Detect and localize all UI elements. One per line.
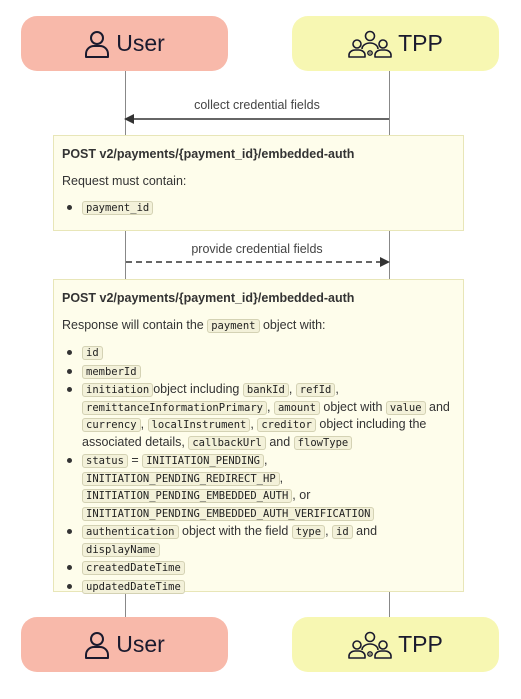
response-note: POST v2/payments/{payment_id}/embedded-a… xyxy=(53,279,464,595)
message-provide-credential-fields: provide credential fields xyxy=(191,242,323,256)
code-payment: payment xyxy=(207,318,260,333)
code-updated-date-time: updatedDateTime xyxy=(82,579,185,594)
text: and xyxy=(352,524,378,538)
code-payment-id: payment_id xyxy=(82,201,154,215)
text: object including the associated details, xyxy=(82,417,427,449)
request-note-intro: Request must contain: xyxy=(62,173,187,188)
request-note-title: POST v2/payments/{payment_id}/embedded-a… xyxy=(62,147,355,161)
user-actor-label: User xyxy=(116,30,165,56)
text: , xyxy=(279,470,284,485)
code-id: id xyxy=(82,346,103,360)
request-note-list: payment_id xyxy=(62,199,455,217)
text: , xyxy=(325,524,333,538)
code-initiation-pending-redirect-hp: INITIATION_PENDING_REDIRECT_HP xyxy=(82,471,280,486)
text: , xyxy=(250,417,258,431)
text: , xyxy=(288,382,296,396)
intro-text-end: object with: xyxy=(259,317,326,332)
response-note-title: POST v2/payments/{payment_id}/embedded-a… xyxy=(62,291,355,305)
code-creditor: creditor xyxy=(257,418,316,432)
text: = xyxy=(127,453,143,467)
code-status: status xyxy=(82,454,128,468)
response-note-intro: Response will contain the payment object… xyxy=(62,317,455,335)
code-member-id: memberId xyxy=(82,364,141,379)
code-initiation: initiation xyxy=(82,383,154,397)
code-local-instrument: localInstrument xyxy=(147,418,251,432)
request-note: POST v2/payments/{payment_id}/embedded-a… xyxy=(53,135,464,231)
code-display-name: displayName xyxy=(82,542,160,557)
list-item: status = INITIATION_PENDING, INITIATION_… xyxy=(62,452,455,522)
user-actor-top: User xyxy=(21,16,228,71)
code-created-date-time: createdDateTime xyxy=(82,561,185,575)
tpp-actor-bottom: TPP xyxy=(292,617,499,672)
code-initiation-pending: INITIATION_PENDING xyxy=(142,454,264,468)
code-ref-id: refId xyxy=(295,383,336,397)
person-icon xyxy=(84,631,110,659)
code-flow-type: flowType xyxy=(293,435,353,450)
tpp-actor-top: TPP xyxy=(292,16,499,71)
list-item: memberId xyxy=(62,363,455,381)
text: and xyxy=(265,434,294,449)
message-collect-credential-fields: collect credential fields xyxy=(194,98,320,112)
group-icon xyxy=(348,30,392,58)
code-type: type xyxy=(291,525,326,539)
list-item: authentication object with the field typ… xyxy=(62,523,455,558)
code-currency: currency xyxy=(82,418,141,432)
text: , xyxy=(140,417,148,431)
text: , or xyxy=(292,488,311,502)
code-authentication: authentication xyxy=(82,525,179,539)
list-item: payment_id xyxy=(62,199,455,217)
text: object with xyxy=(319,399,386,414)
group-icon xyxy=(348,631,392,659)
code-remittance-info: remittanceInformationPrimary xyxy=(82,400,268,415)
text: , xyxy=(267,399,274,414)
text: object with the field xyxy=(178,524,292,538)
tpp-actor-label: TPP xyxy=(398,631,443,657)
tpp-actor-label: TPP xyxy=(398,30,443,56)
list-item: updatedDateTime xyxy=(62,578,455,596)
text: , xyxy=(263,453,268,467)
code-bank-id: bankId xyxy=(242,383,289,397)
user-actor-bottom: User xyxy=(21,617,228,672)
list-item: id xyxy=(62,344,455,362)
code-initiation-pending-embedded-auth: INITIATION_PENDING_EMBEDDED_AUTH xyxy=(82,489,293,503)
text: object including xyxy=(153,382,243,396)
person-icon xyxy=(84,30,110,58)
code-auth-id: id xyxy=(332,525,353,539)
code-value: value xyxy=(385,400,426,415)
list-item: createdDateTime xyxy=(62,559,455,577)
code-amount: amount xyxy=(273,400,320,415)
text: , xyxy=(335,382,339,396)
intro-text: Response will contain the xyxy=(62,317,208,332)
code-callback-url: callbackUrl xyxy=(188,435,266,450)
code-initiation-pending-embedded-auth-verification: INITIATION_PENDING_EMBEDDED_AUTH_VERIFIC… xyxy=(82,506,375,521)
text: and xyxy=(425,399,450,414)
user-actor-label: User xyxy=(116,631,165,657)
